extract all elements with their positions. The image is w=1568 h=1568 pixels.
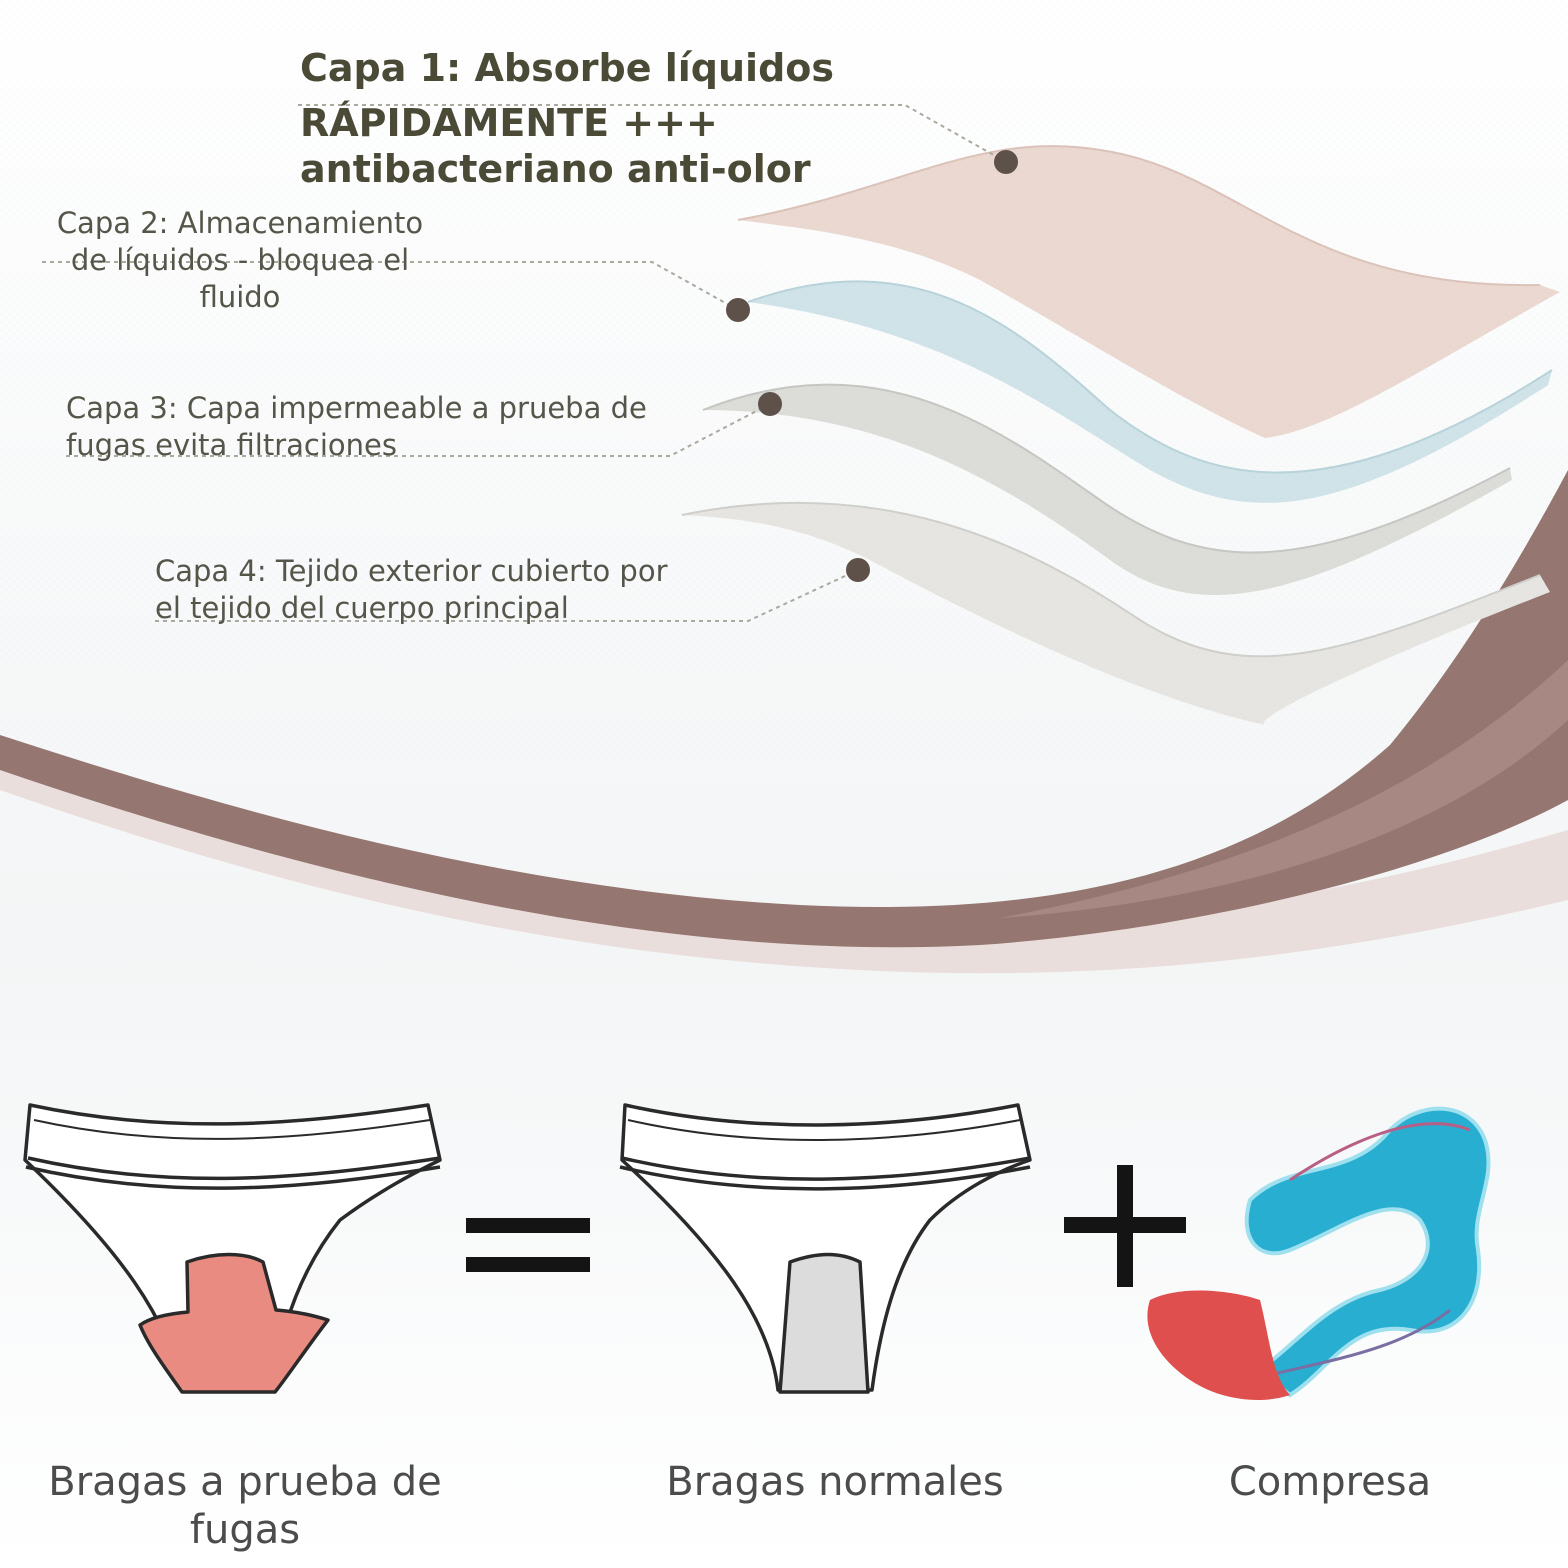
pad-caption: Compresa (1228, 1459, 1432, 1505)
layer-3-label: Capa 3: Capa impermeable a prueba de fug… (66, 391, 647, 462)
fabric-layers (0, 0, 1568, 760)
leader-lines (42, 104, 1007, 622)
layer-3-marker (758, 392, 782, 416)
layer-1-title: Capa 1: Absorbe líquidos (300, 46, 835, 90)
leakproof-panties (23, 1103, 442, 1394)
layer-1-marker (994, 150, 1018, 174)
equals-sign (466, 1218, 590, 1272)
layer-2-marker (726, 298, 750, 322)
layer-1-description: RÁPIDAMENTE +++ antibacteriano anti-olor (300, 101, 811, 191)
normal-caption: Bragas normales (666, 1459, 1004, 1505)
layer-4-marker (846, 558, 870, 582)
normal-panties (619, 1103, 1032, 1394)
layer-4-label: Capa 4: Tejido exterior cubierto por el … (155, 554, 668, 625)
normal-crotch-panel (778, 1252, 870, 1394)
leakproof-crotch-panel (138, 1252, 330, 1394)
layer-2-label: Capa 2: Almacenamiento de líquidos - blo… (56, 206, 424, 314)
plus-sign (1064, 1165, 1186, 1287)
leakproof-caption: Bragas a prueba de fugas (48, 1459, 442, 1553)
sanitary-pad (1147, 1106, 1491, 1400)
pad-front (1147, 1290, 1290, 1400)
background-swoosh (0, 470, 1568, 974)
